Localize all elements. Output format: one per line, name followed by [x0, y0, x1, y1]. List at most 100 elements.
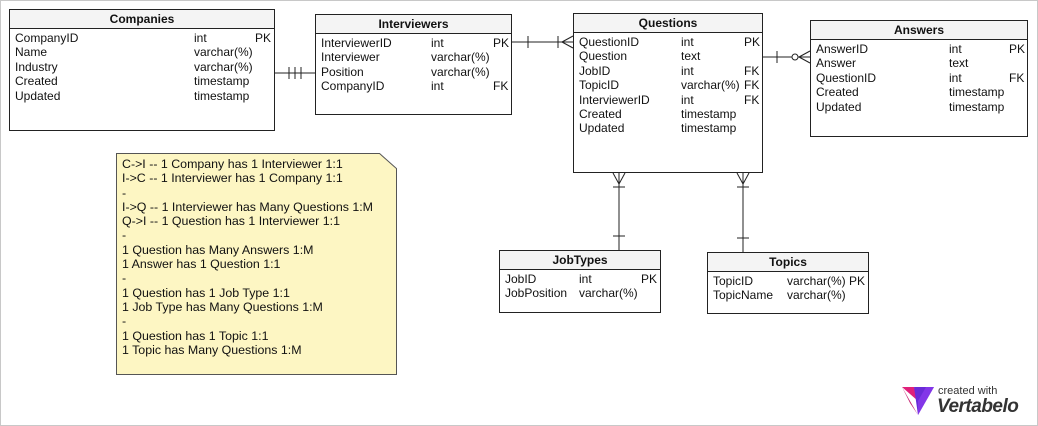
note-line: 1 Job Type has Many Questions 1:M	[122, 299, 323, 314]
column-name: Updated	[15, 88, 61, 103]
column-name: QuestionID	[579, 35, 640, 49]
column-type: int	[949, 42, 962, 56]
note-line: 1 Question has 1 Topic 1:1	[122, 328, 269, 343]
column-row[interactable]: Question text	[574, 49, 762, 63]
column-name: Industry	[15, 59, 58, 74]
column-type: int	[681, 35, 694, 49]
column-row[interactable]: InterviewerID int PK	[316, 36, 511, 50]
column-name: Name	[15, 45, 48, 60]
rel-questions-jobtypes[interactable]	[612, 172, 626, 251]
column-name: CompanyID	[321, 79, 385, 94]
column-key: FK	[744, 78, 760, 93]
column-type: varchar(%)	[194, 59, 253, 74]
column-name: Created	[579, 106, 622, 121]
column-type: varchar(%)	[787, 274, 846, 288]
column-key: PK	[849, 274, 866, 288]
column-key: PK	[641, 272, 658, 286]
column-type: text	[681, 49, 701, 64]
column-type: varchar(%)	[431, 64, 490, 79]
column-type: varchar(%)	[787, 288, 846, 303]
column-type: varchar(%)	[579, 286, 638, 301]
note-line: I->C -- 1 Interviewer has 1 Company 1:1	[122, 171, 343, 186]
column-name: TopicID	[713, 274, 754, 288]
column-name: CompanyID	[15, 31, 79, 45]
note-line: 1 Question has 1 Job Type 1:1	[122, 285, 290, 300]
column-key: FK	[1009, 70, 1025, 85]
column-row[interactable]: JobPosition varchar(%)	[500, 286, 660, 300]
column-name: TopicID	[579, 78, 620, 93]
table-title: Topics	[708, 253, 868, 272]
column-name: Answer	[816, 56, 857, 71]
note-line: -	[122, 185, 127, 200]
column-type: int	[681, 92, 694, 107]
column-type: timestamp	[949, 99, 1005, 114]
column-key: PK	[1009, 42, 1026, 56]
column-type: int	[949, 70, 962, 85]
column-row[interactable]: Industry varchar(%)	[10, 60, 274, 74]
note-line: Q->I -- 1 Question has 1 Interviewer 1:1	[122, 214, 340, 229]
rel-questions-answers[interactable]	[762, 50, 811, 64]
note-line: 1 Answer has 1 Question 1:1	[122, 257, 281, 272]
table-title: Answers	[811, 21, 1027, 40]
note-line: -	[122, 314, 127, 329]
column-key: PK	[493, 36, 510, 50]
note-line: 1 Topic has Many Questions 1:M	[122, 342, 302, 357]
column-row[interactable]: TopicID varchar(%)PK	[708, 274, 868, 288]
column-type: int	[431, 36, 444, 50]
column-type: timestamp	[194, 88, 250, 103]
note-line: 1 Question has Many Answers 1:M	[122, 242, 314, 257]
column-row[interactable]: Updated timestamp	[10, 89, 274, 103]
column-name: Updated	[816, 99, 862, 114]
column-row[interactable]: AnswerID int PK	[811, 42, 1027, 56]
column-name: Position	[321, 64, 364, 79]
column-key: FK	[744, 63, 760, 78]
rel-questions-topics[interactable]	[736, 172, 750, 253]
column-row[interactable]: Updated timestamp	[811, 100, 1027, 114]
column-name: JobID	[579, 63, 611, 78]
note-line: I->Q -- 1 Interviewer has Many Questions…	[122, 199, 374, 214]
column-name: InterviewerID	[321, 36, 392, 50]
table-title: Companies	[10, 10, 274, 29]
column-row[interactable]: Interviewer varchar(%)	[316, 50, 511, 64]
table-title: Interviewers	[316, 15, 511, 34]
column-name: Updated	[579, 121, 625, 136]
column-name: AnswerID	[816, 42, 869, 56]
column-name: JobPosition	[505, 286, 568, 301]
rel-companies-interviewers[interactable]	[275, 67, 315, 79]
column-key: FK	[493, 79, 509, 94]
vertabelo-mark-icon	[902, 387, 934, 415]
column-type: int	[681, 63, 694, 78]
column-type: varchar(%)	[431, 50, 490, 65]
column-type: int	[194, 31, 207, 45]
rel-interviewers-questions[interactable]	[512, 35, 574, 49]
column-row[interactable]: JobID int FK	[574, 64, 762, 78]
column-row[interactable]: Position varchar(%)	[316, 65, 511, 79]
column-name: Interviewer	[321, 50, 380, 65]
column-type: timestamp	[949, 85, 1005, 100]
vertabelo-logo[interactable]: created with Vertabelo	[900, 384, 1030, 418]
column-name: Question	[579, 49, 628, 64]
